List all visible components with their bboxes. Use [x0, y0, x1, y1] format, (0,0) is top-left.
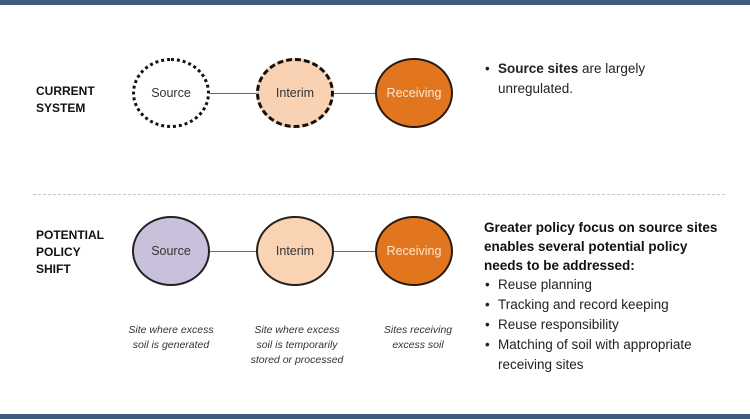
top-frame-bar	[0, 0, 750, 5]
node-label: Source	[151, 244, 191, 258]
policy-need-item: Reuse responsibility	[484, 315, 729, 335]
connector-source-interim	[210, 93, 256, 94]
receiving-caption: Sites receiving excess soil	[383, 324, 453, 351]
node-label: Receiving	[386, 86, 442, 100]
potential-receiving-node: Receiving	[375, 216, 453, 286]
current-interim-node: Interim	[256, 58, 334, 128]
label-line: CURRENT	[36, 84, 95, 98]
policy-need-item: Matching of soil with appropriate receiv…	[484, 335, 729, 375]
node-label: Interim	[275, 86, 315, 100]
current-note-item: Source sites are largely unregulated.	[484, 59, 684, 99]
current-source-node: Source	[132, 58, 210, 128]
node-label: Source	[151, 86, 191, 100]
label-line: SHIFT	[36, 262, 71, 276]
label-line: POTENTIAL	[36, 228, 104, 242]
connector-interim-receiving	[334, 93, 376, 94]
current-receiving-node: Receiving	[375, 58, 453, 128]
potential-interim-node: Interim	[256, 216, 334, 286]
potential-notes: Greater policy focus on source sites ena…	[484, 218, 729, 375]
current-notes: Source sites are largely unregulated.	[484, 59, 684, 99]
bottom-frame-bar	[0, 414, 750, 419]
label-line: SYSTEM	[36, 101, 86, 115]
interim-caption: Site where excess soil is temporarily st…	[250, 324, 344, 366]
policy-need-item: Tracking and record keeping	[484, 295, 729, 315]
node-label: Interim	[275, 244, 315, 258]
section-separator	[33, 194, 725, 195]
connector-source-interim	[210, 251, 256, 252]
label-line: POLICY	[36, 245, 81, 259]
potential-heading: Greater policy focus on source sites ena…	[484, 220, 718, 273]
policy-need-item: Reuse planning	[484, 275, 729, 295]
potential-policy-shift-label: POTENTIAL POLICY SHIFT	[36, 227, 104, 278]
connector-interim-receiving	[334, 251, 376, 252]
source-caption: Site where excess soil is generated	[128, 324, 214, 351]
note-text: are largely unregulated.	[498, 61, 646, 96]
current-system-label: CURRENT SYSTEM	[36, 83, 95, 117]
note-bold: Source sites	[498, 61, 579, 76]
potential-source-node: Source	[132, 216, 210, 286]
node-label: Receiving	[386, 244, 442, 258]
